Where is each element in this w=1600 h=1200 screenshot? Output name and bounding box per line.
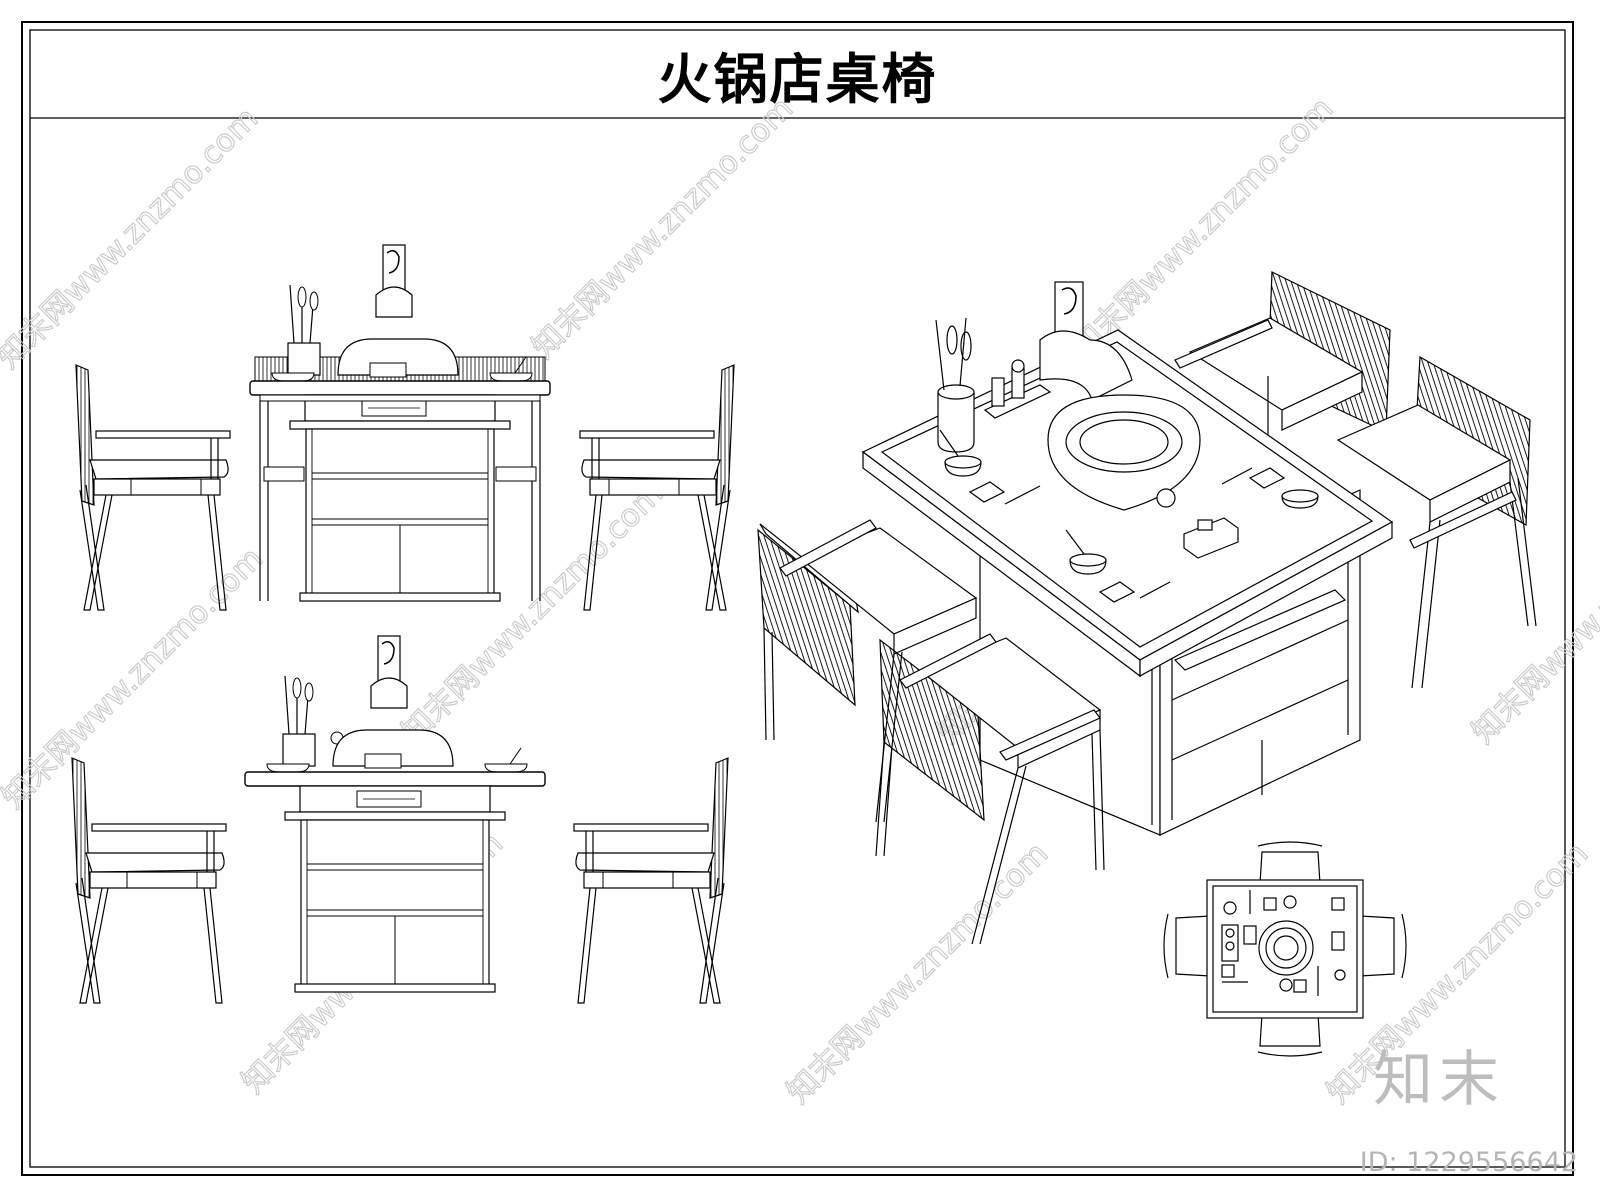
watermark: 知末网www.znzmo.com <box>0 541 270 816</box>
chair-right <box>573 757 729 1004</box>
chair-front-1 <box>757 519 978 823</box>
table-side <box>244 635 546 993</box>
chair-left <box>75 364 231 611</box>
plan-view <box>1163 841 1407 1057</box>
axonometric-view <box>757 271 1537 945</box>
page-title: 火锅店桌椅 <box>657 47 938 111</box>
watermark: 知末网www.znzmo.com <box>525 91 800 366</box>
outer-frame <box>21 21 1574 1176</box>
table-front <box>249 244 551 602</box>
brand-logo: 知末 <box>1373 1045 1505 1115</box>
watermark: 知末网www.znzmo.com <box>0 101 265 376</box>
chair-front-2 <box>875 633 1105 945</box>
chair-right <box>579 364 735 611</box>
watermark: 知末网www.znzmo.com <box>1465 476 1600 751</box>
inner-frame <box>29 29 1566 1168</box>
chair-back-2 <box>1336 355 1537 689</box>
front-elevation <box>75 244 735 611</box>
chair-left <box>71 757 227 1004</box>
side-elevation <box>71 635 729 1004</box>
image-id: ID: 1229556642 <box>1359 1147 1578 1178</box>
watermark: 知末网www.znzmo.com <box>780 836 1055 1111</box>
chair-back-1 <box>1174 271 1391 440</box>
